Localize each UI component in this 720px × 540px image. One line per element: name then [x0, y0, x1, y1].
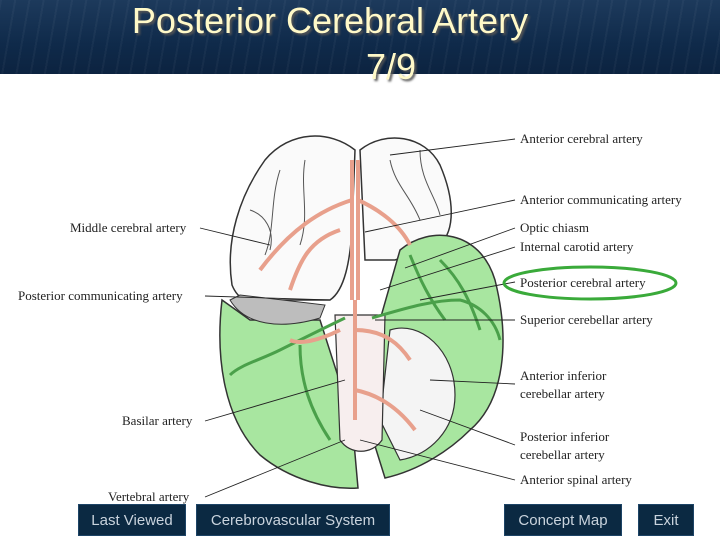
label-anterior-inferior-2: cerebellar artery [520, 385, 605, 403]
label-anterior-inferior-1: Anterior inferior [520, 367, 606, 385]
brain-diagram: Anterior cerebral artery Anterior commun… [0, 74, 720, 504]
label-superior-cerebellar-artery: Superior cerebellar artery [520, 311, 653, 329]
label-posterior-inferior-1: Posterior inferior [520, 428, 609, 446]
label-posterior-inferior-2: cerebellar artery [520, 446, 605, 464]
label-optic-chiasm: Optic chiasm [520, 219, 589, 237]
label-internal-carotid-artery: Internal carotid artery [520, 238, 633, 256]
concept-map-button[interactable]: Concept Map [504, 504, 622, 536]
label-middle-cerebral-artery: Middle cerebral artery [70, 219, 186, 237]
label-anterior-spinal-artery: Anterior spinal artery [520, 471, 632, 489]
cerebrovascular-system-button[interactable]: Cerebrovascular System [196, 504, 390, 536]
exit-button[interactable]: Exit [638, 504, 694, 536]
slide-title: Posterior Cerebral Artery [0, 0, 690, 42]
label-anterior-cerebral-artery: Anterior cerebral artery [520, 130, 643, 148]
label-anterior-communicating-artery: Anterior communicating artery [520, 191, 682, 209]
last-viewed-button[interactable]: Last Viewed [78, 504, 186, 536]
label-posterior-cerebral-artery: Posterior cerebral artery [520, 274, 646, 292]
label-posterior-communicating-artery: Posterior communicating artery [18, 287, 183, 305]
label-basilar-artery: Basilar artery [122, 412, 192, 430]
